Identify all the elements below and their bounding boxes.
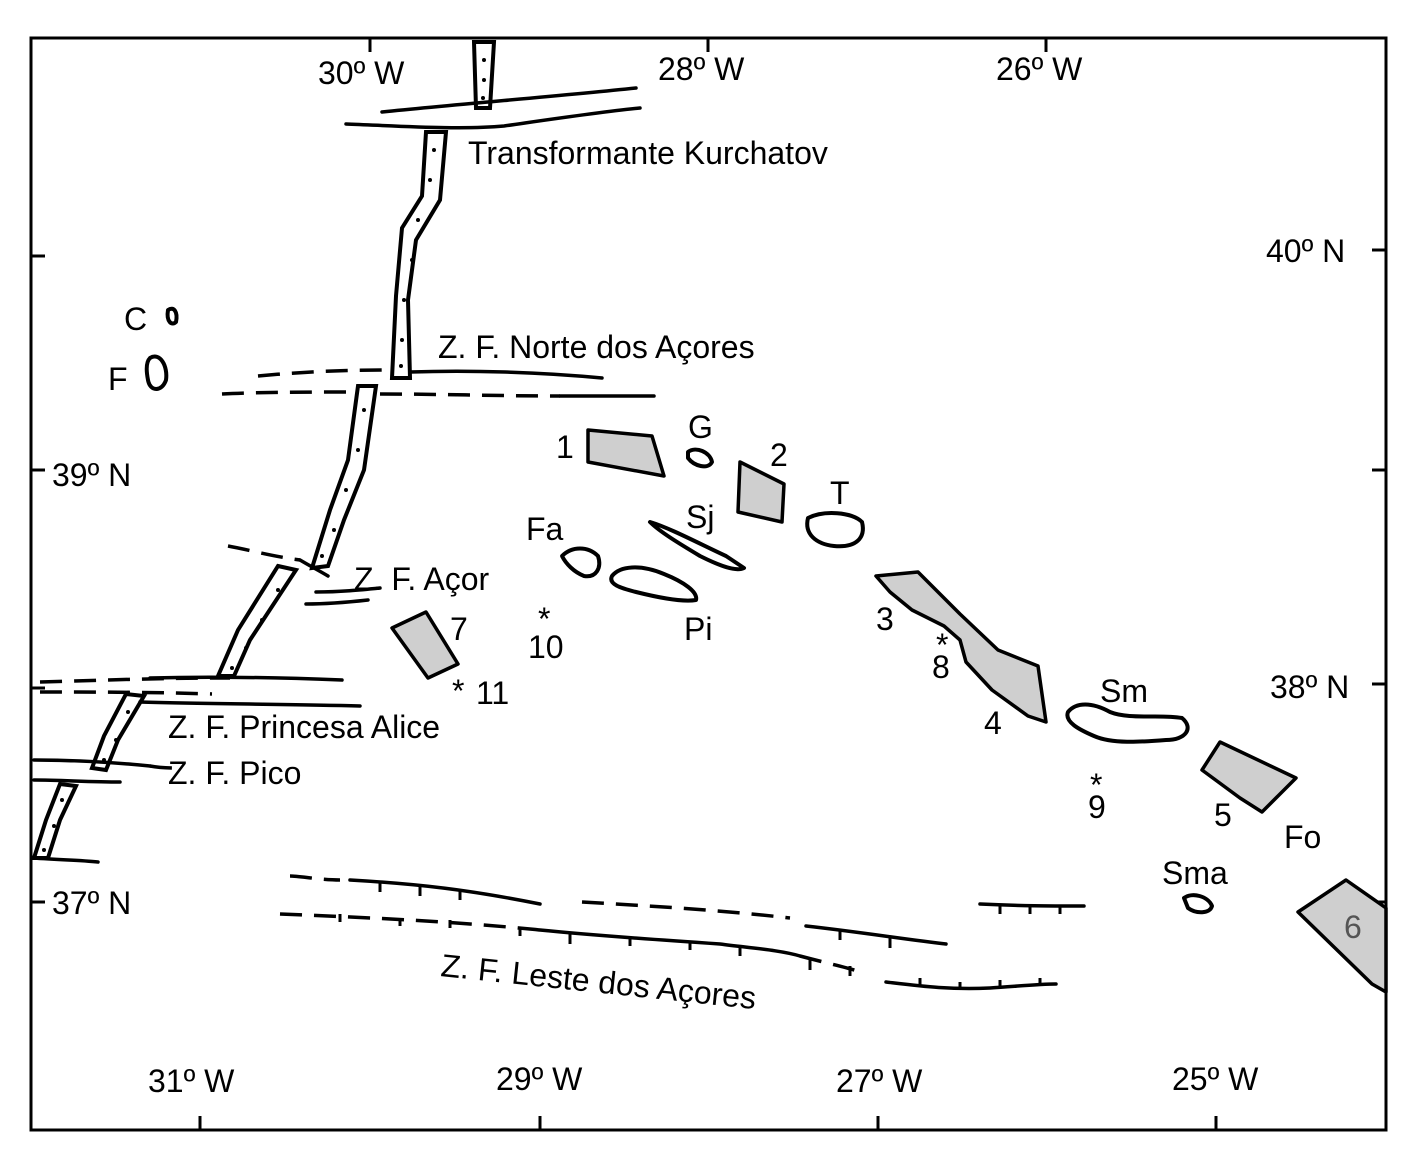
label-corvo: C [124,301,147,337]
basin-5 [1200,740,1298,814]
label-num-11: 11 [476,675,509,711]
lat-label-left-1: 39º N [52,457,131,493]
islands [144,306,1214,915]
asterisk-9: * [1090,767,1102,803]
lat-label-right-2: 38º N [1270,669,1349,705]
label-num-4: 4 [984,705,1002,741]
island-terceira [805,511,865,549]
lon-label-top-1: 30º W [318,55,405,91]
label-num-9: 9 [1088,789,1106,825]
label-norte: Z. F. Norte dos Açores [438,329,755,365]
island-sao-miguel [1065,702,1190,744]
asterisk-10: * [538,601,550,637]
asterisk-8: * [936,627,948,663]
label-terceira: T [830,475,850,511]
basin-1 [586,428,666,478]
island-flores [144,354,169,391]
label-faial: Fa [526,511,564,547]
island-faial [560,546,602,579]
map-frame [29,36,1388,1132]
island-graciosa [686,447,714,469]
label-pico: Pi [684,611,712,647]
label-num-6: 6 [1344,909,1362,945]
label-kurchatov: Transformante Kurchatov [468,135,828,171]
axis-ticks [31,38,1386,1130]
label-acor: Z. F. Açor [354,561,489,597]
label-flores: F [108,361,128,397]
lon-label-bottom-3: 27º W [836,1063,923,1099]
lon-label-bottom-1: 31º W [148,1063,235,1099]
basins [390,428,1388,994]
label-graciosa: G [688,409,713,445]
label-num-10: 10 [528,629,564,665]
label-num-7: 7 [450,611,468,647]
basin-2 [736,460,786,524]
ridge-dots [42,58,486,852]
island-corvo [165,306,179,326]
lon-label-top-2: 28º W [658,51,745,87]
lat-label-left-2: 37º N [52,885,131,921]
label-sao-miguel: Sm [1100,673,1148,709]
label-santa-maria: Sma [1162,855,1228,891]
basin-3-4 [874,570,1048,724]
basin-6 [1296,878,1388,994]
lon-label-top-3: 26º W [996,51,1083,87]
label-pico-fz: Z. F. Pico [168,755,301,791]
label-sao-jorge: Sj [686,499,714,535]
label-num-1: 1 [556,429,574,465]
lat-label-right-1: 40º N [1266,233,1345,269]
island-pico [609,565,699,603]
label-num-8: 8 [932,649,950,685]
lon-label-bottom-2: 29º W [496,1061,583,1097]
label-num-2: 2 [770,437,788,473]
lon-label-bottom-4: 25º W [1172,1061,1259,1097]
label-num-5: 5 [1214,797,1232,833]
label-num-3: 3 [876,601,894,637]
label-leste: Z. F. Leste dos Açores [439,947,758,1016]
label-formigas: Fo [1284,819,1321,855]
basin-7 [390,610,460,680]
island-sao-jorge [648,520,746,572]
fault-ticks [338,882,1062,990]
island-santa-maria [1182,893,1214,915]
asterisk-11: * [452,673,464,709]
label-princesa: Z. F. Princesa Alice [168,709,440,745]
fracture-zones [32,86,1086,991]
